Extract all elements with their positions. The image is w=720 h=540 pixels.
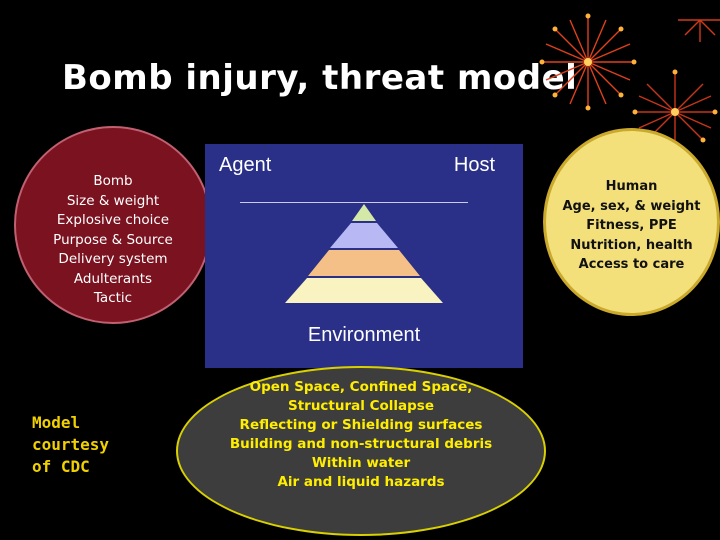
- model-credit: Model courtesy of CDC: [32, 412, 109, 478]
- agent-bubble: Bomb Size & weight Explosive choice Purp…: [14, 126, 212, 324]
- agent-factor: Purpose & Source: [53, 231, 173, 248]
- pyramid-layer-3: [308, 250, 420, 276]
- agent-factors-list: Bomb Size & weight Explosive choice Purp…: [16, 172, 210, 309]
- agent-factor: Bomb: [93, 173, 133, 189]
- agent-factor: Explosive choice: [56, 212, 170, 228]
- environment-factor: Building and non-structural debris: [229, 436, 493, 452]
- credit-line: courtesy: [32, 435, 110, 454]
- slide-title: Bomb injury, threat model: [62, 58, 578, 98]
- pyramid-layer-2: [330, 223, 398, 248]
- host-factor: Nutrition, health: [570, 237, 693, 253]
- agent-factor: Adulterants: [73, 270, 153, 287]
- host-bubble: Human Age, sex, & weight Fitness, PPE Nu…: [543, 128, 720, 316]
- agent-label: Agent: [219, 154, 272, 176]
- environment-label: Environment: [307, 324, 421, 346]
- divider-line: [240, 202, 468, 203]
- credit-line: Model: [32, 413, 81, 432]
- pyramid-layer-base: [285, 278, 443, 303]
- environment-factor: Within water: [311, 455, 411, 471]
- epidemiologic-triangle-diagram: Agent Host Environment: [205, 144, 523, 368]
- agent-factor: Size & weight: [66, 192, 160, 209]
- environment-bubble: Open Space, Confined Space, Structural C…: [176, 366, 546, 536]
- environment-factor: Structural Collapse: [287, 398, 434, 414]
- environment-factor: Air and liquid hazards: [277, 474, 445, 490]
- pyramid-graphic: [285, 204, 443, 303]
- host-factor: Fitness, PPE: [586, 218, 677, 233]
- credit-line: of CDC: [32, 457, 90, 476]
- host-factor: Access to care: [578, 257, 685, 272]
- agent-factor: Tactic: [93, 290, 133, 306]
- environment-factor: Open Space, Confined Space,: [249, 379, 473, 395]
- environment-factor: Reflecting or Shielding surfaces: [239, 417, 483, 433]
- pyramid-layer-top: [352, 204, 376, 221]
- host-factors-list: Human Age, sex, & weight Fitness, PPE Nu…: [546, 177, 717, 275]
- agent-factor: Delivery system: [58, 251, 168, 267]
- host-label: Host: [453, 154, 495, 176]
- environment-factors-list: Open Space, Confined Space, Structural C…: [178, 378, 544, 492]
- host-factor: Human: [605, 179, 658, 194]
- host-factor: Age, sex, & weight: [562, 198, 701, 214]
